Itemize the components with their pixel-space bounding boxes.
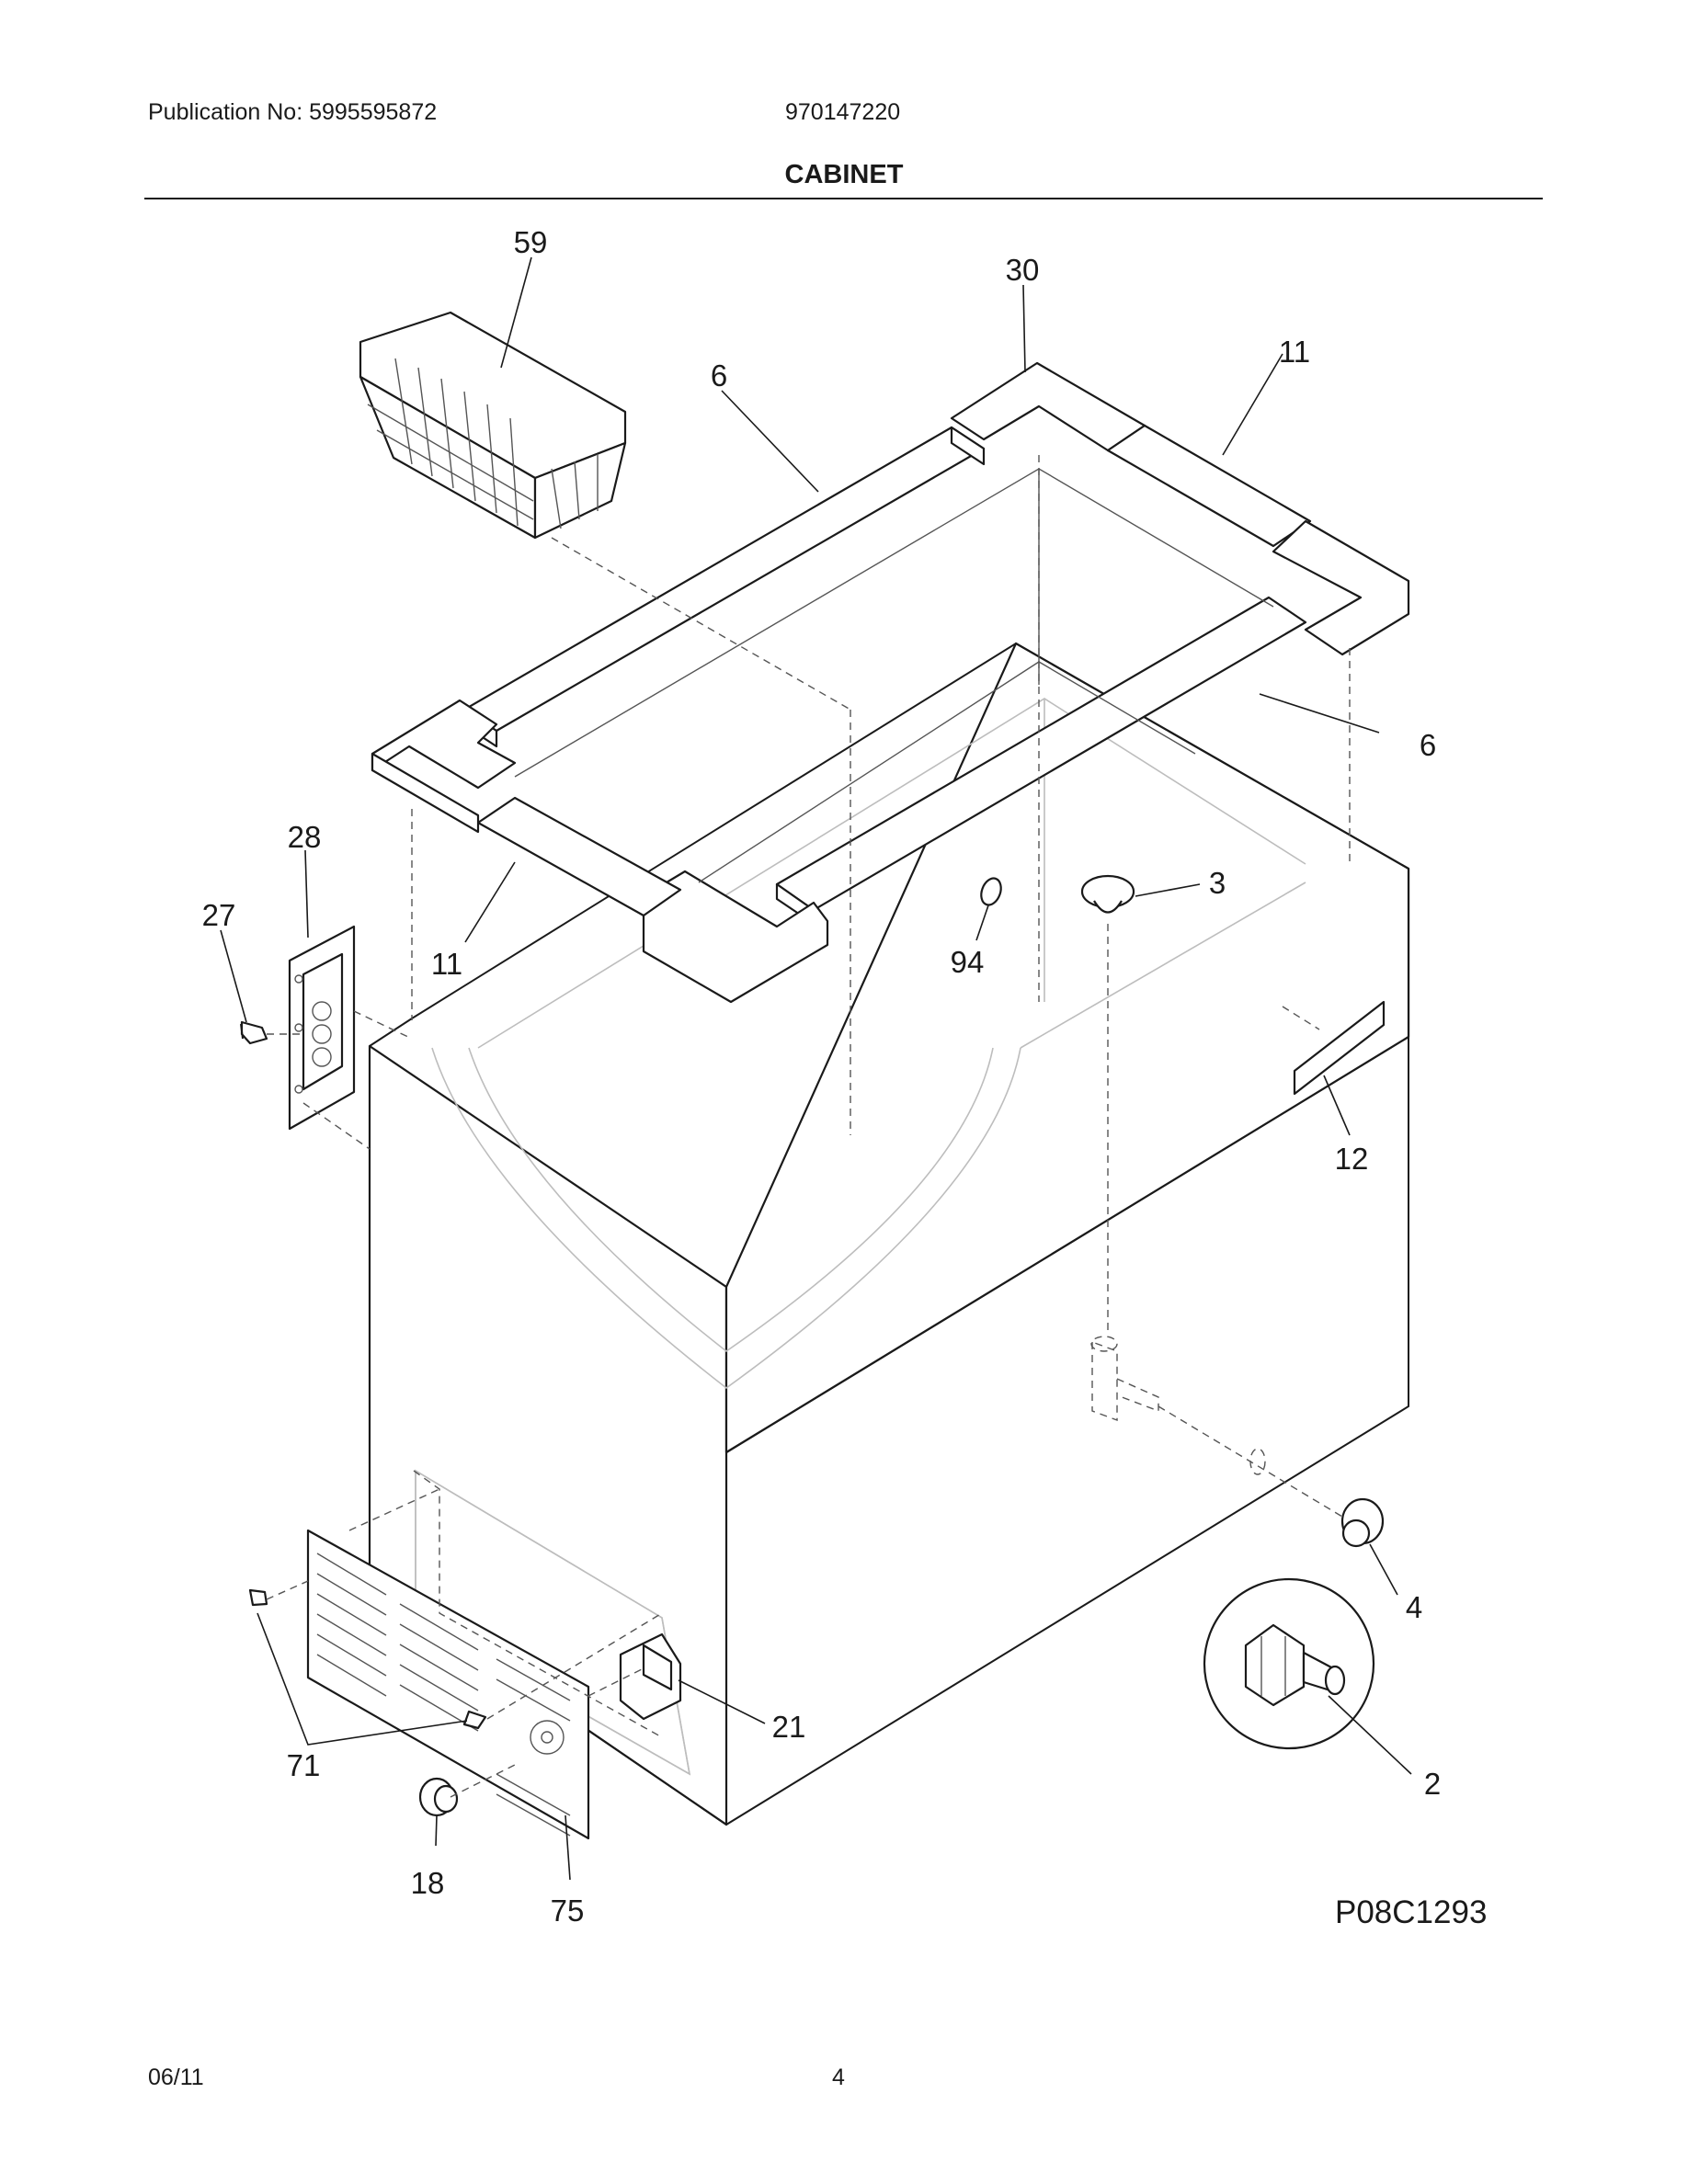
- callout-numbers: 59 30 6 11 6 28 27 11 3 94 12 4 2 21 71 …: [202, 225, 1442, 1928]
- grille-screws: [248, 1588, 487, 1730]
- leveling-plug: [418, 1777, 459, 1817]
- callout-2: 2: [1424, 1767, 1441, 1801]
- model-number: 970147220: [785, 99, 901, 125]
- hinge-screw: [240, 1020, 268, 1045]
- callout-6-right: 6: [1420, 728, 1436, 762]
- leader-lines: [220, 256, 1412, 1881]
- alignment-lines: [266, 455, 1351, 1798]
- callout-11-top: 11: [1279, 335, 1310, 369]
- callout-12: 12: [1335, 1142, 1369, 1176]
- serial-label: [1293, 1000, 1386, 1096]
- basket: [359, 311, 627, 540]
- footer-date: 06/11: [148, 2065, 204, 2090]
- page-title: CABINET: [784, 160, 904, 189]
- callout-71: 71: [287, 1748, 321, 1782]
- drain-fitting-detail: [1203, 1577, 1375, 1750]
- callout-18: 18: [411, 1866, 445, 1900]
- figure-id: P08C1293: [1335, 1894, 1488, 1930]
- drain-plug-cap: [1080, 874, 1135, 914]
- publication-number: Publication No: 5995595872: [148, 99, 438, 125]
- callout-6-top: 6: [711, 358, 727, 392]
- callout-21: 21: [772, 1710, 806, 1744]
- callout-11-left: 11: [431, 947, 462, 981]
- header-rule: [144, 198, 1543, 199]
- drain-tube: [1090, 1336, 1266, 1475]
- hinge: [288, 925, 356, 1131]
- callout-4: 4: [1406, 1590, 1422, 1624]
- callout-30: 30: [1006, 253, 1040, 287]
- callout-3: 3: [1209, 866, 1226, 900]
- breaker-strips: [371, 361, 1410, 1004]
- o-ring: [980, 877, 1002, 906]
- callout-27: 27: [202, 898, 236, 932]
- page-number: 4: [832, 2065, 845, 2090]
- callout-75: 75: [551, 1894, 585, 1928]
- callout-94: 94: [951, 945, 985, 979]
- drain-plug: [1340, 1497, 1385, 1548]
- callout-28: 28: [288, 820, 322, 854]
- power-switch: [619, 1632, 682, 1721]
- callout-59: 59: [514, 225, 548, 259]
